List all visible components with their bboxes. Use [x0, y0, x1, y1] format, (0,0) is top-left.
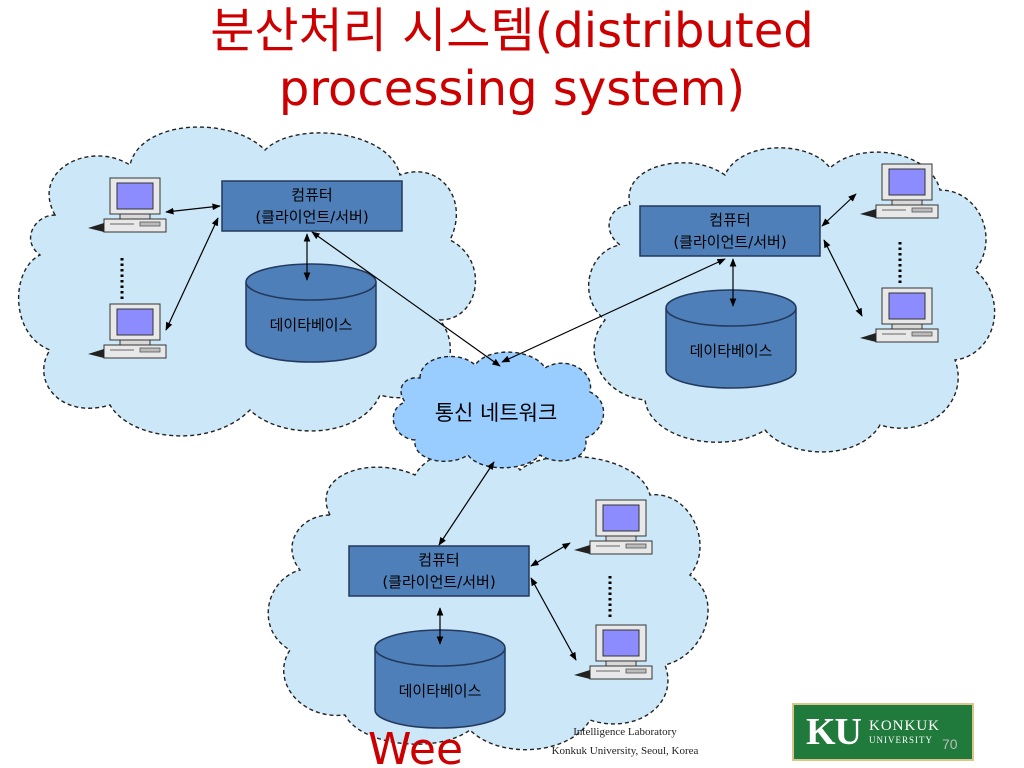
computer-node-top-right-label-1: 컴퓨터: [709, 211, 750, 229]
workstation-ellipsis: [120, 242, 902, 620]
page-title: 분산처리 시스템(distributed processing system): [0, 2, 1024, 118]
footer-lab-name: Intelligence Laboratory: [573, 726, 677, 738]
database-top-left-label: 데이타베이스: [270, 316, 353, 334]
database-top-left: [245, 263, 377, 363]
konkuk-university-logo: KU KONKUK UNIVERSITY: [792, 703, 974, 761]
computer-node-bottom-label-2: (클라이언트/서버): [382, 573, 495, 591]
computer-node-top-left-label-1: 컴퓨터: [291, 186, 332, 204]
page-title-line-1: 분산처리 시스템(distributed: [210, 3, 814, 59]
cloud-top-right: [587, 147, 996, 453]
page-title-line-2: processing system): [278, 61, 746, 117]
logo-subtitle: UNIVERSITY: [869, 735, 933, 745]
computer-node-top-right-label-2: (클라이언트/서버): [673, 233, 786, 251]
network-label: 통신 네트워크: [435, 401, 558, 425]
footer-partial-word: Wee: [368, 724, 464, 768]
computer-node-bottom: [348, 545, 530, 597]
computer-node-top-right: [639, 205, 821, 257]
logo-name: KONKUK: [869, 718, 940, 734]
computer-node-top-left-label-2: (클라이언트/서버): [255, 208, 368, 226]
connection-arrows: [165, 193, 863, 661]
database-bottom: [374, 629, 506, 729]
computer-node-bottom-label-1: 컴퓨터: [418, 551, 459, 569]
database-bottom-label: 데이타베이스: [399, 682, 482, 700]
computer-node-top-left: [221, 180, 403, 232]
page-number: 70: [942, 736, 958, 752]
footer-university: Konkuk University, Seoul, Korea: [551, 745, 699, 757]
logo-mark: KU: [806, 711, 862, 753]
database-top-right-label: 데이타베이스: [690, 342, 773, 360]
database-top-right: [665, 289, 797, 389]
